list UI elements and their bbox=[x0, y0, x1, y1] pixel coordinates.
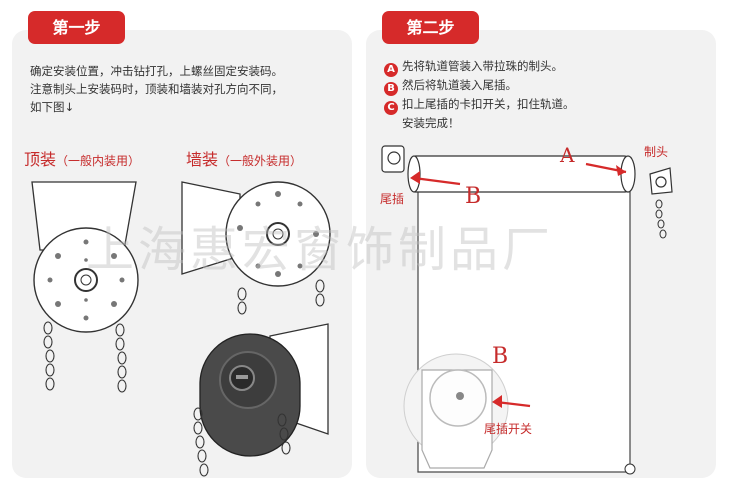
step2-line-c: C 扣上尾插的卡扣开关，扣住轨道。 bbox=[384, 96, 575, 115]
wall-mount-bracket-illustration bbox=[181, 181, 331, 315]
top-mount-title-text: 顶装 bbox=[24, 150, 57, 169]
label-b-bottom: B bbox=[492, 344, 509, 369]
wall-mount-title: 墙装（一般外装用） bbox=[186, 146, 302, 170]
label-tail-switch: 尾插开关 bbox=[484, 422, 533, 436]
wall-mount-title-text: 墙装 bbox=[186, 150, 219, 169]
step2-text-b: 然后将轨道装入尾插。 bbox=[402, 78, 517, 92]
step2-done-text: 安装完成！ bbox=[402, 116, 460, 130]
step2-line-b: B 然后将轨道装入尾插。 bbox=[384, 77, 517, 96]
step2-text-a: 先将轨道管装入带拉珠的制头。 bbox=[402, 59, 563, 73]
label-head: 制头 bbox=[644, 145, 669, 159]
step1-instruction-line2: 注意制头上安装码时，顶装和墙装对孔方向不同， bbox=[30, 82, 283, 96]
top-mount-bracket-illustration bbox=[31, 181, 139, 393]
step2-marker-b: B bbox=[384, 82, 398, 96]
wall-mount-head-illustration bbox=[193, 323, 329, 477]
step2-text-c: 扣上尾插的卡扣开关，扣住轨道。 bbox=[402, 97, 575, 111]
top-mount-title: 顶装（一般内装用） bbox=[24, 146, 140, 170]
step1-badge: 第一步 bbox=[28, 11, 125, 44]
step2-badge: 第二步 bbox=[382, 11, 479, 44]
step1-instruction-line3: 如下图↓ bbox=[30, 100, 75, 114]
step2-marker-c: C bbox=[384, 101, 398, 115]
step2-marker-a: A bbox=[384, 63, 398, 77]
roller-blind-illustration bbox=[381, 145, 673, 475]
watermark: 上海惠宏窗饰制品厂 bbox=[86, 222, 555, 278]
label-b-top: B bbox=[465, 184, 482, 209]
label-a: A bbox=[560, 143, 575, 167]
top-mount-note: （一般内装用） bbox=[56, 154, 141, 168]
label-tail: 尾插 bbox=[380, 192, 405, 206]
step1-instruction-line1: 确定安装位置，冲击钻打孔，上螺丝固定安装码。 bbox=[30, 64, 283, 78]
wall-mount-note: （一般外装用） bbox=[218, 154, 303, 168]
step2-line-a: A 先将轨道管装入带拉珠的制头。 bbox=[384, 58, 563, 77]
